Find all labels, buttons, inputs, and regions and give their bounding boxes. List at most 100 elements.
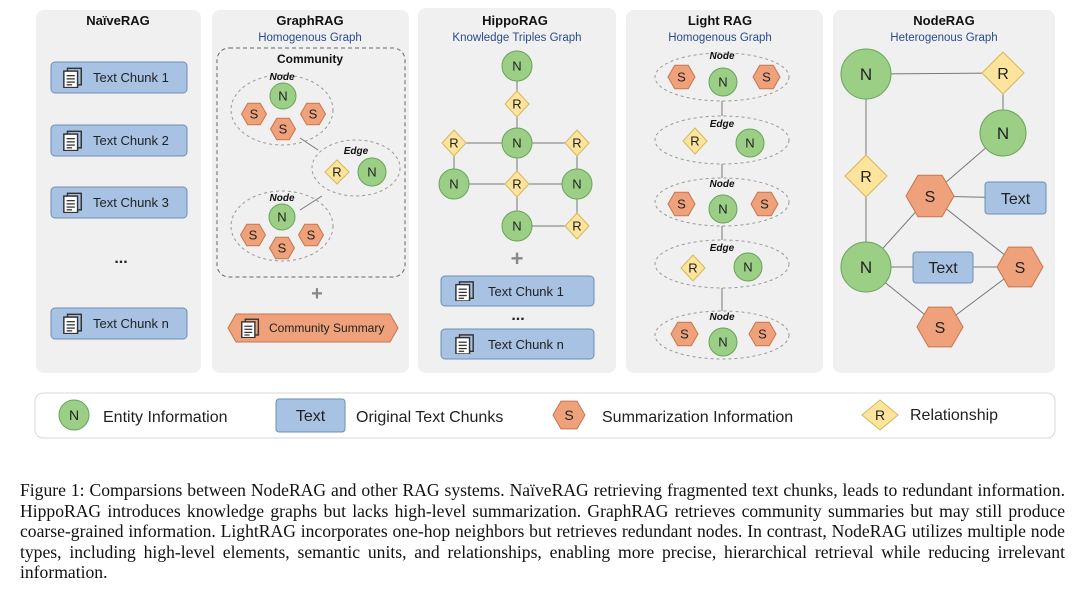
node-label: Node xyxy=(710,51,735,62)
relationship-node: R xyxy=(682,127,708,155)
svg-text:N: N xyxy=(860,65,872,84)
svg-text:N: N xyxy=(512,136,521,151)
svg-text:N: N xyxy=(745,136,754,151)
summary-node: S xyxy=(667,64,696,90)
svg-text:S: S xyxy=(677,197,686,212)
summary-node: S xyxy=(748,321,777,347)
comparison-figure: NaïveRAG Text Chunk 1 Text Chunk 2 Text … xyxy=(34,8,1056,439)
naive-title: NaïveRAG xyxy=(86,13,150,28)
plus-sign: + xyxy=(311,283,323,305)
light-node-group-2: Node S N S xyxy=(654,177,790,227)
text-chunk-label: Text Chunk 2 xyxy=(93,133,169,148)
community-summary: Community Summary xyxy=(227,313,399,343)
svg-text:R: R xyxy=(512,177,521,192)
text-chunk-n: Text Chunk n xyxy=(440,328,595,360)
svg-text:R: R xyxy=(332,165,341,180)
edge-label: Edge xyxy=(710,119,735,130)
legend-entity-label: Entity Information xyxy=(103,409,228,426)
legend-summary-label: Summarization Information xyxy=(602,409,793,426)
svg-text:S: S xyxy=(925,189,936,206)
svg-text:S: S xyxy=(680,327,689,342)
node-label: Node xyxy=(270,193,295,204)
relationship-node: R xyxy=(844,154,888,198)
svg-text:Text: Text xyxy=(928,260,958,277)
text-chunk-label: Text Chunk n xyxy=(93,316,169,331)
relationship-node: R xyxy=(504,170,530,198)
ellipsis: ... xyxy=(511,307,524,324)
svg-text:N: N xyxy=(449,177,458,192)
svg-text:N: N xyxy=(367,165,376,180)
light-node-group-1: Node S N S xyxy=(654,51,790,102)
svg-text:R: R xyxy=(860,169,872,186)
svg-text:N: N xyxy=(512,219,521,234)
legend-text-label: Original Text Chunks xyxy=(356,409,503,426)
svg-text:R: R xyxy=(572,136,581,151)
community-label: Community xyxy=(277,52,343,66)
text-chunk-label: Text Chunk 1 xyxy=(93,70,169,85)
graph-title: GraphRAG xyxy=(276,13,343,28)
relationship-node: R xyxy=(680,254,706,282)
svg-text:N: N xyxy=(69,407,79,423)
svg-text:N: N xyxy=(277,210,286,225)
light-node-group-3: Node S N S xyxy=(654,310,790,360)
svg-text:S: S xyxy=(935,320,946,337)
summary-node: S xyxy=(750,191,779,217)
relationship-node: R xyxy=(564,212,590,240)
svg-text:N: N xyxy=(512,59,521,74)
summary-node: S xyxy=(239,223,267,247)
legend-relationship-label: Relationship xyxy=(910,407,998,424)
light-edge-group-1: Edge R N xyxy=(654,115,790,165)
community-summary-label: Community Summary xyxy=(269,321,384,335)
entity-node: N xyxy=(840,241,892,293)
text-chunk-label: Text Chunk 1 xyxy=(488,284,564,299)
text-chunk-n: Text Chunk n xyxy=(50,307,188,340)
svg-text:R: R xyxy=(512,97,521,112)
text-node: Text xyxy=(912,251,974,284)
svg-text:R: R xyxy=(875,407,885,423)
svg-text:N: N xyxy=(718,335,727,350)
ellipsis: ... xyxy=(114,250,127,267)
graph-subtitle: Homogenous Graph xyxy=(258,32,362,44)
text-chunk-label: Text Chunk 3 xyxy=(93,195,169,210)
svg-text:N: N xyxy=(860,258,872,277)
graph-rag-panel: GraphRAG Homogenous Graph Community Node… xyxy=(216,13,406,343)
legend-text: Text Original Text Chunks xyxy=(275,398,503,433)
svg-text:S: S xyxy=(1015,260,1026,277)
entity-node: N xyxy=(708,327,738,357)
panel-backgrounds xyxy=(36,8,1055,373)
svg-text:S: S xyxy=(309,107,318,122)
edge-label: Edge xyxy=(344,146,369,157)
node-label: Node xyxy=(270,72,295,83)
svg-text:R: R xyxy=(690,134,699,149)
entity-node: N xyxy=(735,128,765,158)
plus-sign: + xyxy=(511,246,524,271)
text-chunk-2: Text Chunk 2 xyxy=(50,124,188,157)
svg-text:S: S xyxy=(278,241,287,256)
summary-node: S xyxy=(905,174,955,218)
text-chunk-3: Text Chunk 3 xyxy=(50,186,188,219)
relationship-node: R xyxy=(564,129,590,157)
summary-node: S xyxy=(299,102,327,126)
relationship-node: R xyxy=(981,51,1025,95)
entity-node: N xyxy=(268,203,296,231)
svg-text:Text: Text xyxy=(1001,191,1031,208)
light-rag-panel: Light RAG Homogenous Graph Node S N S Ed… xyxy=(654,13,790,360)
summary-node: S xyxy=(667,191,696,217)
svg-text:N: N xyxy=(743,260,752,275)
svg-text:Text: Text xyxy=(296,408,326,425)
summary-node: S xyxy=(916,306,964,348)
entity-node: N xyxy=(708,194,738,224)
node-label: Node xyxy=(710,179,735,190)
svg-text:S: S xyxy=(564,407,573,423)
svg-text:S: S xyxy=(279,122,288,137)
legend-summary: S Summarization Information xyxy=(552,400,793,430)
text-chunk-1: Text Chunk 1 xyxy=(440,275,595,307)
relationship-node: R xyxy=(324,159,350,185)
hippo-title: HippoRAG xyxy=(482,13,548,28)
light-subtitle: Homogenous Graph xyxy=(668,32,772,44)
summary-node: S xyxy=(670,321,699,347)
summary-node: S xyxy=(240,102,268,126)
svg-text:S: S xyxy=(249,228,258,243)
light-edge-group-2: Edge R N xyxy=(654,239,790,289)
svg-text:R: R xyxy=(449,136,458,151)
